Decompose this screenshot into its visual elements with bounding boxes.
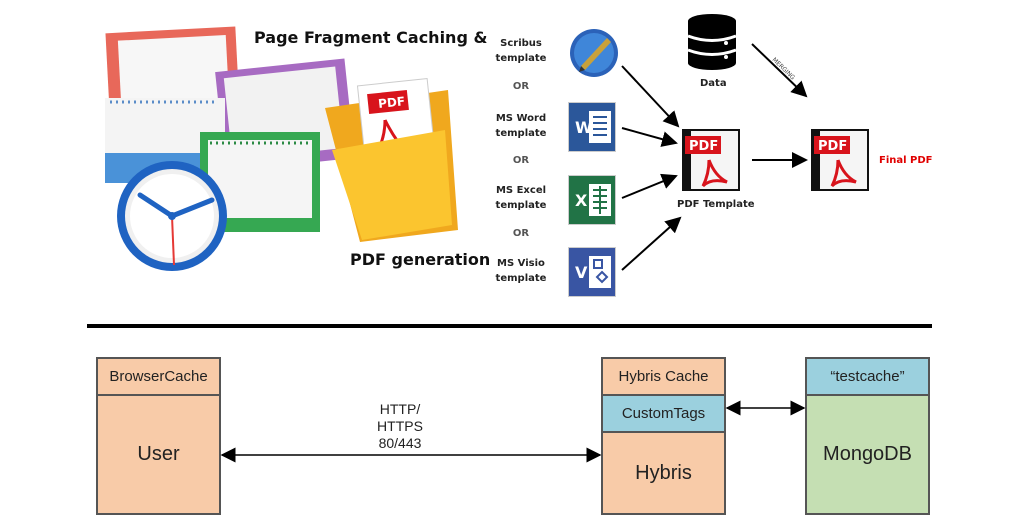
arrow-word [621,127,678,147]
browser-cache-cell: BrowserCache [98,359,219,396]
or-label: OR [512,155,530,166]
svg-text:W: W [575,118,593,137]
caching-illustration: PDF [100,20,480,280]
svg-text:V: V [575,263,588,282]
top-arrows: MERGING [621,43,808,271]
arrow-merging [751,43,808,98]
svg-text:X: X [575,191,588,210]
title-line1: Page Fragment Caching & [254,28,488,47]
svg-text:PDF: PDF [689,139,718,154]
mongodb-cell: MongoDB [823,443,912,465]
word-icon: W [568,102,616,152]
title-line2: PDF generation [350,250,491,269]
testcache-cell: “testcache” [807,359,928,396]
arrow-scribus [621,65,680,128]
svg-text:PDF: PDF [818,139,847,154]
bottom-arrows [220,400,806,463]
final-pdf-label: Final PDF [879,155,933,166]
data-label: Data [700,78,727,89]
clock-icon [117,161,227,271]
scribus-icon [567,26,621,80]
merging-label: MERGING [771,56,797,81]
visio-icon: V [568,247,616,297]
pdf-folder-image: PDF [325,78,458,242]
or-label: OR [512,228,530,239]
svg-text:PDF: PDF [377,94,405,111]
hybris-cell: Hybris [635,461,692,484]
hybris-cache-cell: Hybris Cache [603,359,724,396]
final-pdf-icon: PDF [810,128,870,192]
hybris-box: Hybris Cache CustomTags Hybris [601,357,726,515]
arrow-visio [621,216,682,271]
excel-icon: X [568,175,616,225]
user-cell: User [137,443,180,465]
http-label: HTTP/ HTTPS 80/443 [377,401,423,451]
or-label: OR [512,81,530,92]
user-box: BrowserCache User [96,357,221,515]
section-divider [87,324,932,328]
pdf-template-icon: PDF [681,128,741,192]
mongodb-box: “testcache” MongoDB [805,357,930,515]
custom-tags-cell: CustomTags [603,396,724,433]
pdf-template-label: PDF Template [677,199,755,210]
arrow-excel [621,173,678,199]
database-icon [686,12,738,70]
